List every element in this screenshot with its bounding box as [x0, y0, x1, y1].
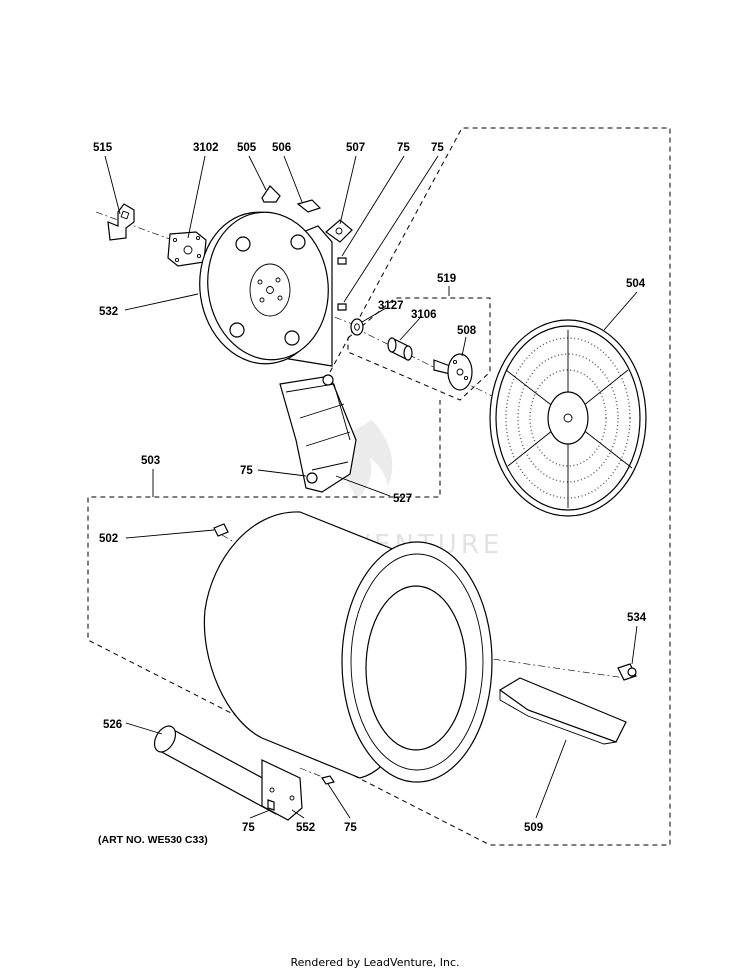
label-3106: 3106 [411, 309, 437, 321]
label-552: 552 [296, 822, 315, 834]
label-502: 502 [99, 533, 118, 545]
part-515-clip [107, 203, 135, 241]
label-3127: 3127 [378, 300, 404, 312]
part-505-glide [261, 185, 281, 203]
part-3127-washer [350, 318, 364, 336]
part-527-support [279, 374, 357, 493]
label-75-bottom-b: 75 [344, 822, 357, 834]
label-519: 519 [437, 273, 456, 285]
part-534-screw [617, 663, 637, 681]
label-509: 509 [524, 822, 543, 834]
label-75-bottom-a: 75 [242, 822, 255, 834]
art-number: (ART NO. WE530 C33) [98, 834, 208, 846]
part-504-drum-back [489, 319, 647, 517]
label-505: 505 [237, 142, 257, 154]
part-507-bearing [325, 219, 353, 243]
label-532: 532 [99, 306, 118, 318]
label-507: 507 [346, 142, 365, 154]
footer-credit: Rendered by LeadVenture, Inc. [290, 956, 459, 969]
label-515: 515 [93, 142, 113, 154]
outer-assembly-outline [87, 127, 671, 846]
label-526: 526 [103, 719, 122, 731]
label-508: 508 [457, 325, 477, 337]
label-504: 504 [626, 278, 646, 290]
callout-labels: 515 3102 505 506 507 75 75 519 504 532 3… [93, 142, 647, 834]
part-3102-bracket [167, 231, 207, 267]
label-75-top-b: 75 [431, 142, 444, 154]
part-502-screw [213, 523, 229, 537]
part-503-drum [203, 511, 493, 783]
label-3102: 3102 [193, 142, 219, 154]
leader-lines [104, 155, 638, 819]
part-532-bulkhead [199, 211, 333, 367]
label-527: 527 [393, 493, 412, 505]
label-75-mid: 75 [240, 465, 253, 477]
label-534: 534 [627, 612, 647, 624]
label-503: 503 [141, 455, 160, 467]
part-75-screws-top [337, 257, 347, 311]
part-526-heater [153, 725, 335, 821]
label-506: 506 [272, 142, 291, 154]
part-506-pad [296, 199, 322, 213]
part-508-hub [433, 353, 473, 391]
label-75-top-a: 75 [397, 142, 410, 154]
part-509-baffle [498, 677, 627, 745]
group-outlines [87, 127, 671, 846]
part-3106-bushing [387, 337, 413, 361]
